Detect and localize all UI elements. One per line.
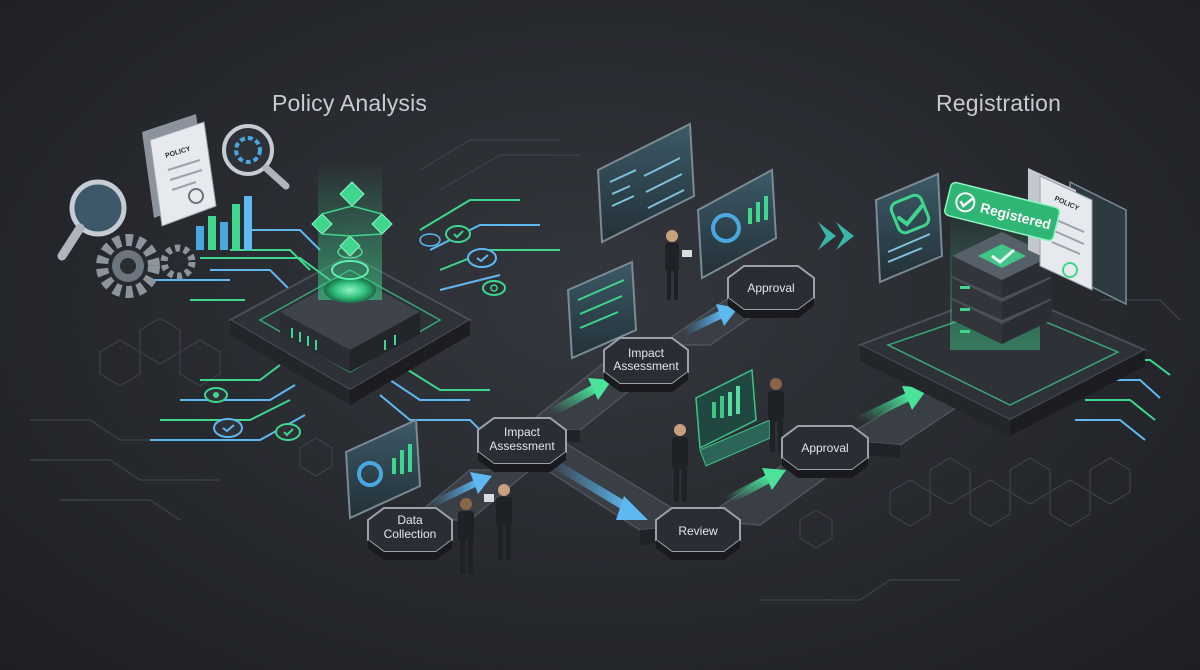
- checkmark-screen: [874, 172, 944, 284]
- node-data-collection[interactable]: Data Collection: [367, 507, 453, 560]
- arrow-green-3: [858, 386, 928, 425]
- process-nodes: Data Collection Impact Assessment Impact…: [367, 265, 869, 560]
- chevron-right-icon: [818, 222, 854, 250]
- registered-badge: Registered: [944, 181, 1061, 242]
- node-impact-upper-line1: Impact: [628, 346, 665, 360]
- person-collector-2: [484, 484, 512, 560]
- node-approval-upper[interactable]: Approval: [727, 265, 815, 318]
- hub-circuit-traces: [150, 199, 560, 441]
- node-approval-upper-label: Approval: [747, 281, 794, 295]
- policy-document-icon: POLICY: [142, 114, 217, 227]
- arrow-green-2: [725, 468, 786, 504]
- arrow-blue-3: [682, 304, 738, 336]
- node-review[interactable]: Review: [655, 507, 741, 560]
- screen-mid-left: [566, 260, 638, 360]
- node-data-collection-line1: Data: [397, 513, 423, 527]
- screen-top-right: [696, 168, 778, 280]
- node-approval-lower-label: Approval: [801, 441, 848, 455]
- node-impact-assessment-upper[interactable]: Impact Assessment: [603, 337, 689, 392]
- people-figures: [458, 230, 784, 574]
- person-collector-1: [458, 498, 474, 574]
- server-stack-icon: [952, 232, 1052, 344]
- background-hex-grid: [99, 317, 1131, 549]
- registration-heading: Registration: [936, 90, 1062, 116]
- gear-icon: [96, 234, 196, 298]
- person-reviewer-2: [768, 378, 784, 452]
- policy-analysis-illustration: POLICY: [57, 114, 331, 298]
- node-impact-lower-line2: Assessment: [489, 439, 555, 453]
- central-hub: [150, 160, 560, 441]
- arrow-green-1: [549, 378, 612, 416]
- flow-arrows: [428, 222, 928, 520]
- node-review-label: Review: [678, 524, 718, 538]
- magnifier-icon: [57, 179, 127, 261]
- node-approval-lower[interactable]: Approval: [781, 425, 869, 478]
- magnifier-gear-icon: [222, 124, 290, 190]
- node-impact-lower-line1: Impact: [504, 425, 541, 439]
- policy-analysis-heading: Policy Analysis: [272, 90, 428, 116]
- arrow-blue-2: [428, 472, 492, 509]
- registration-station: POLICY Registered: [857, 168, 1171, 441]
- screen-top-left: [596, 122, 696, 244]
- node-data-collection-line2: Collection: [384, 527, 437, 541]
- screen-center-hologram: [695, 368, 771, 467]
- screen-lower-left: [344, 418, 422, 520]
- person-analyst-upper: [665, 230, 692, 300]
- bar-chart-icon: [196, 196, 252, 250]
- person-reviewer-1: [672, 424, 688, 502]
- arrow-blue-1: [545, 456, 648, 520]
- trace-status-chips: [204, 225, 506, 441]
- background-circuit-traces: [30, 139, 1181, 601]
- node-impact-assessment-lower[interactable]: Impact Assessment: [477, 417, 567, 472]
- node-impact-upper-line2: Assessment: [613, 359, 679, 373]
- dashboard-screens: [344, 122, 778, 520]
